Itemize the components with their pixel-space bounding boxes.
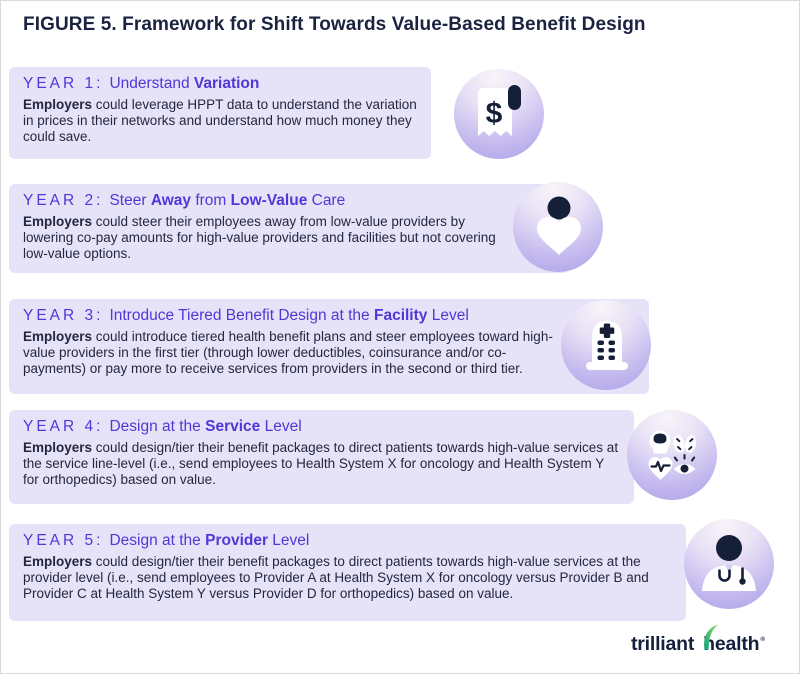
row-background [9,184,569,273]
row-body: Employers could introduce tiered health … [23,329,567,378]
row-content: YEAR 4: Design at the Service Level Emplo… [9,410,634,489]
heading-segment: Steer [109,192,151,209]
logo-word-health: health [703,633,760,655]
registered-mark: ® [760,636,765,643]
heading-segment: Design at the [109,532,206,549]
logo-text: trilliant health® [630,624,765,655]
year-label: YEAR 2: [23,192,104,209]
row-body-lead: Employers [23,329,93,344]
row-body-lead: Employers [23,97,93,112]
row-body-text: could introduce tiered health benefit pl… [23,329,553,377]
row-body-text: could design/tier their benefit packages… [23,554,649,602]
icon-circle [513,182,603,272]
heading-segment: Care [307,192,346,209]
heading-segment: Facility [373,307,428,324]
figure-title: FIGURE 5. Framework for Shift Towards Va… [23,14,646,35]
row-background [9,67,431,159]
year-label: YEAR 5: [23,532,104,549]
row-content: YEAR 3: Introduce Tiered Benefit Design a… [9,299,649,378]
hospital-icon [561,300,651,390]
row-heading: YEAR 5: Design at the Provider Level [23,532,686,550]
row-body-lead: Employers [23,440,93,455]
row-body-text: could design/tier their benefit packages… [23,440,619,488]
icon-circle [684,519,774,609]
row-background [9,299,649,394]
row-heading: YEAR 4: Design at the Service Level [23,418,634,436]
icon-circle [561,300,651,390]
row-heading-text: Design at the Provider Level [109,532,309,549]
heading-segment: Level [427,307,469,324]
year-label: YEAR 3: [23,307,104,324]
heading-segment: Level [268,532,310,549]
row-body-text: could steer their employees away from lo… [23,214,496,262]
icon-circle [627,410,717,500]
row-heading-text: Understand Variation [109,75,259,92]
heading-segment: Service [205,418,261,435]
person-heart-icon [513,182,603,272]
row-background [9,524,686,621]
row-background [9,410,634,504]
icon-circle [454,69,544,159]
row-heading: YEAR 1: Understand Variation [23,75,431,93]
row-content: YEAR 1: Understand Variation Employers co… [9,67,431,146]
year-label: YEAR 1: [23,75,104,92]
row-heading-text: Steer Away from Low-Value Care [109,192,345,209]
row-body: Employers could leverage HPPT data to un… [23,97,427,146]
row-heading: YEAR 3: Introduce Tiered Benefit Design a… [23,307,649,325]
row-body: Employers could design/tier their benefi… [23,554,675,603]
heading-segment: Introduce Tiered Benefit Design at the [109,307,374,324]
heading-segment: Low-Value [230,192,308,209]
row-heading: YEAR 2: Steer Away from Low-Value Care [23,192,569,210]
year-row-year-2: YEAR 2: Steer Away from Low-Value Care Em… [9,182,603,273]
trilliant-health-logo: trilliant health® [630,624,765,656]
heading-segment: Understand [109,75,194,92]
row-content: YEAR 2: Steer Away from Low-Value Care Em… [9,184,569,263]
heading-segment: Variation [193,75,260,92]
heading-segment: Away [150,192,192,209]
year-row-year-5: YEAR 5: Design at the Provider Level Empl… [9,519,774,621]
swoosh-icon [704,624,719,650]
row-body-lead: Employers [23,554,93,569]
doctor-icon [684,519,774,609]
heading-segment: Design at the [109,418,206,435]
heading-segment: from [191,192,231,209]
medical-services-icon [627,410,717,500]
row-heading-text: Design at the Service Level [109,418,301,435]
receipt-dollar-icon [454,69,544,159]
heading-segment: Provider [205,532,268,549]
row-body-lead: Employers [23,214,93,229]
row-body-text: could leverage HPPT data to understand t… [23,97,417,145]
row-body: Employers could design/tier their benefi… [23,440,623,489]
year-row-year-1: YEAR 1: Understand Variation Employers co… [9,67,544,159]
year-row-year-4: YEAR 4: Design at the Service Level Emplo… [9,410,717,504]
row-body: Employers could steer their employees aw… [23,214,501,263]
year-label: YEAR 4: [23,418,104,435]
year-row-year-3: YEAR 3: Introduce Tiered Benefit Design a… [9,299,651,394]
row-heading-text: Introduce Tiered Benefit Design at the F… [109,307,468,324]
row-content: YEAR 5: Design at the Provider Level Empl… [9,524,686,603]
logo-word-trilliant: trilliant [630,633,695,655]
heading-segment: Level [260,418,302,435]
